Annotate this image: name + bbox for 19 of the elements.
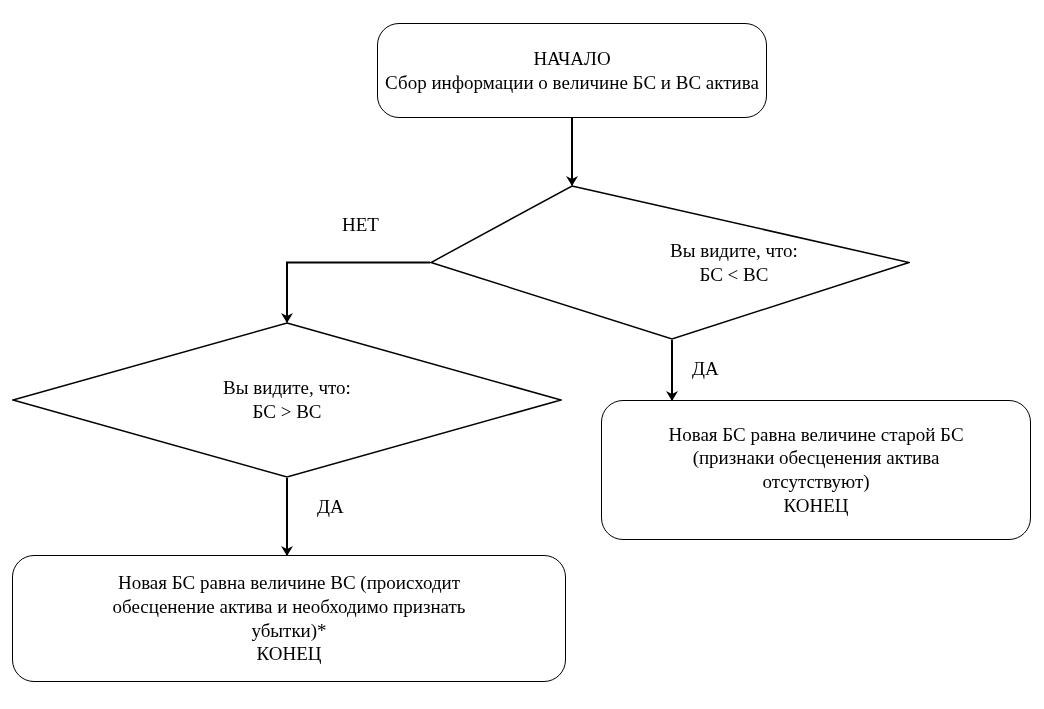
condition-text: БС < ВС <box>699 262 769 287</box>
start-box <box>377 23 767 118</box>
condition-text: Вы видите, что: <box>670 238 798 263</box>
condition-text: БС > ВС <box>252 400 322 424</box>
box-text: КОНЕЦ <box>783 493 849 518</box>
end-box <box>601 400 1031 540</box>
decision-diamond <box>430 185 910 340</box>
box-text: НАЧАЛО <box>533 46 611 71</box>
box-text: Сбор информации о величине БС и ВС актива <box>385 70 759 95</box>
condition-text: Вы видите, что: <box>223 376 351 400</box>
box-text: КОНЕЦ <box>256 642 322 666</box>
arrow <box>566 117 578 186</box>
arrow <box>281 477 293 556</box>
box-text: Новая БС равна величине старой БС (признаки обесценения актива отсутствуют) <box>667 422 965 494</box>
end-box <box>12 555 566 682</box>
decision-diamond <box>12 322 562 478</box>
arrow <box>666 339 678 401</box>
box-text: Новая БС равна величине ВС (происходит обесценение актива и необходимо признать убытки)* <box>111 571 467 643</box>
arrow <box>281 261 431 323</box>
